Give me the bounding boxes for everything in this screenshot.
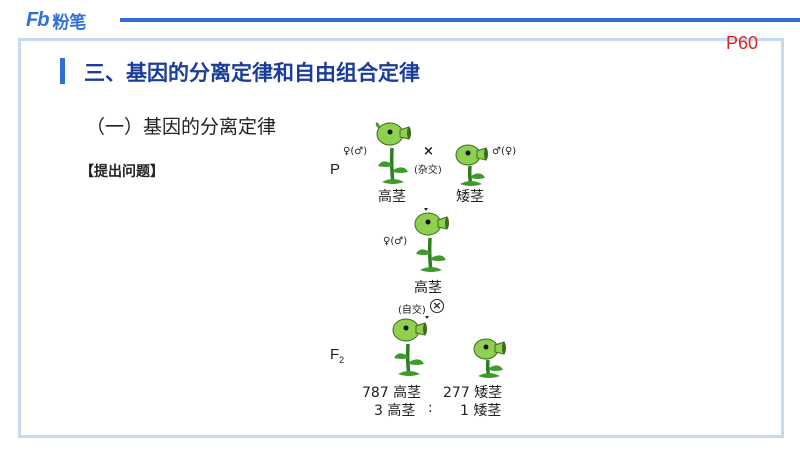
slide-frame	[18, 38, 784, 438]
selfing-circle-x-icon: ×	[430, 299, 444, 313]
tall-pea-plant-icon	[375, 122, 411, 185]
f2-tall-count: 787 高茎	[362, 385, 422, 401]
short-pea-plant-icon	[455, 144, 488, 186]
header-rule	[120, 18, 800, 22]
logo-mark: Fb	[26, 9, 49, 31]
p-tall-sex-symbol: ♀(♂)	[343, 146, 368, 157]
f1-sex-symbol: ♀(♂)	[383, 236, 408, 247]
slide-subtitle: （一）基因的分离定律	[86, 116, 277, 138]
p-generation-label: P	[330, 161, 341, 178]
section-label: 【提出问题】	[80, 164, 164, 180]
p-tall-label: 高茎	[378, 189, 406, 205]
arrow-down-icon-2	[425, 316, 429, 319]
title-accent-bar	[60, 58, 65, 84]
cross-note: (杂交)	[414, 165, 442, 176]
p-short-sex-symbol: ♂(♀)	[492, 146, 517, 157]
cross-symbol: ×	[423, 144, 434, 159]
p-short-label: 矮茎	[456, 189, 484, 205]
page-number: P60	[725, 33, 758, 53]
fenbi-logo: Fb 粉笔	[26, 8, 86, 33]
logo-text: 粉笔	[52, 13, 87, 33]
slide-title: 三、基因的分离定律和自由组合定律	[84, 61, 420, 85]
f1-label: 高茎	[414, 280, 442, 296]
f2-letter: F	[330, 346, 340, 363]
f2-generation-label: F2	[330, 346, 344, 365]
ratio-short: 1 矮茎	[460, 403, 502, 419]
selfing-note: (自交)	[398, 305, 426, 316]
ratio-tall: 3 高茎	[374, 403, 416, 419]
f2-short-pea-plant-icon	[473, 338, 506, 378]
arrow-down-icon	[424, 208, 428, 211]
f2-tall-pea-plant-icon	[392, 318, 427, 377]
ratio-colon: :	[428, 400, 433, 416]
f2-short-count: 277 矮茎	[443, 385, 503, 401]
f2-subscript: 2	[339, 355, 345, 365]
f1-tall-pea-plant-icon	[414, 212, 449, 273]
